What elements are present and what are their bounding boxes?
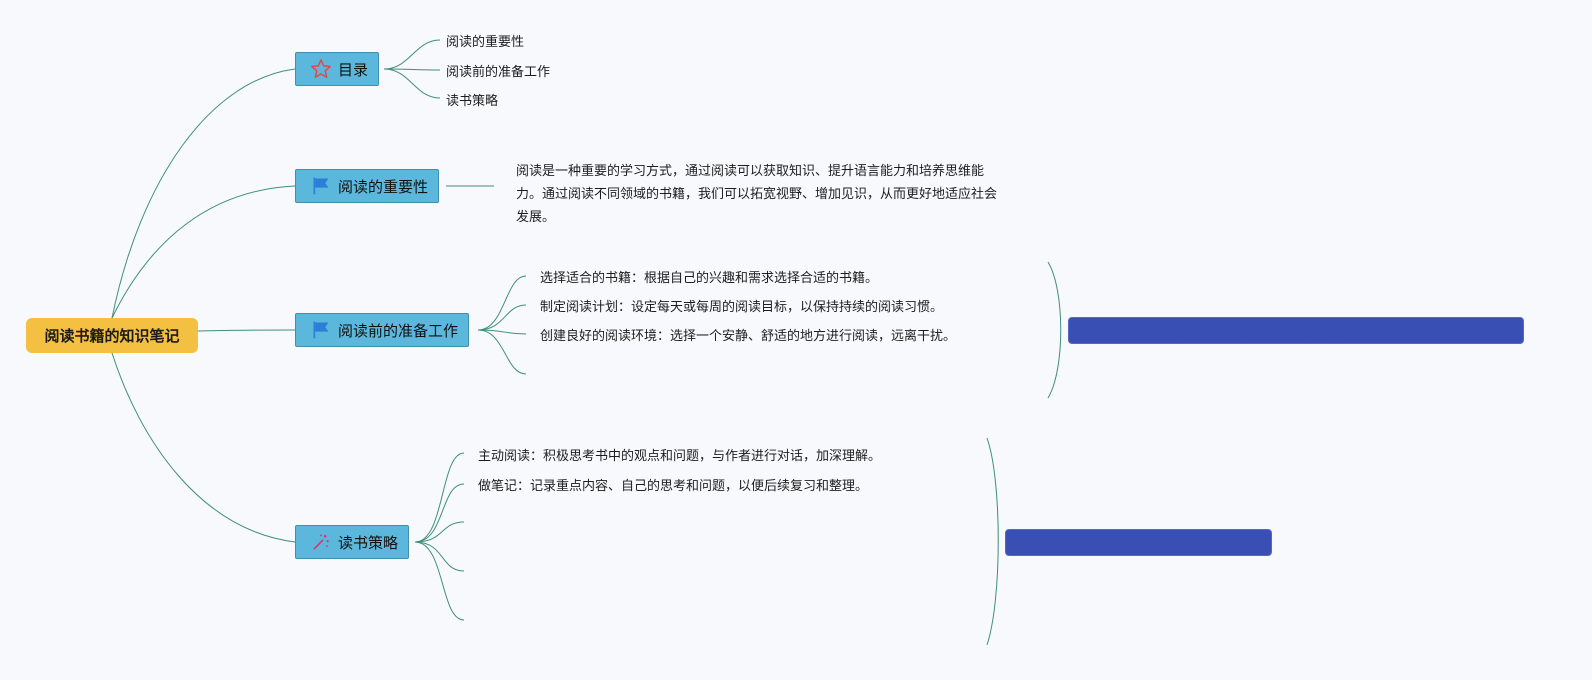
connector-toc-item-1 <box>383 68 441 71</box>
branch-toc[interactable]: 目录 <box>295 52 380 86</box>
summary-preparation[interactable]: 在开始阅读之前，我们需要做一些准备，以便更好地阅读 <box>1068 317 1524 344</box>
branch-preparation-label: 阅读前的准备工作 <box>338 321 459 340</box>
connector-prep-item-1 <box>477 304 527 331</box>
preparation-item[interactable]: 选择适合的书籍：根据自己的兴趣和需求选择合适的书籍。 <box>540 270 879 286</box>
summary-strategy[interactable]: 以下是一些提高阅读效果的策略 <box>1005 529 1272 556</box>
connector-root-preparation <box>197 329 296 332</box>
sparkle-icon <box>310 531 332 553</box>
connector-root-strategy <box>111 352 296 543</box>
connector-toc-item-0 <box>383 39 441 70</box>
branch-importance-label: 阅读的重要性 <box>338 177 429 196</box>
connector-prep-item-2 <box>477 329 527 335</box>
connector-prep-item-0 <box>477 275 527 331</box>
connector-strategy-item-0 <box>414 452 465 543</box>
toc-item[interactable]: 读书策略 <box>446 93 499 109</box>
toc-item[interactable]: 阅读的重要性 <box>446 34 525 50</box>
connector-strategy-item-2 <box>414 521 465 543</box>
branch-toc-label: 目录 <box>338 60 369 79</box>
preparation-item[interactable]: 制定阅读计划：设定每天或每周的阅读目标，以保持持续的阅读习惯。 <box>540 299 944 315</box>
strategy-item[interactable]: 做笔记：记录重点内容、自己的思考和问题，以便后续复习和整理。 <box>478 478 869 494</box>
star-icon <box>310 58 332 80</box>
branch-strategy[interactable]: 读书策略 <box>295 525 410 559</box>
flag-icon <box>310 319 332 341</box>
toc-item[interactable]: 阅读前的准备工作 <box>446 64 551 80</box>
connector-prep-item-3 <box>477 329 527 375</box>
connector-root-toc <box>111 68 296 319</box>
summary-bracket-strategy <box>986 437 999 646</box>
preparation-item[interactable]: 创建良好的阅读环境：选择一个安静、舒适的地方进行阅读，远离干扰。 <box>540 328 957 344</box>
connector-strategy-item-4 <box>414 541 465 621</box>
connector-strategy-item-3 <box>414 541 465 572</box>
root-topic[interactable]: 阅读书籍的知识笔记 <box>26 318 198 353</box>
branch-preparation[interactable]: 阅读前的准备工作 <box>295 313 470 347</box>
branch-importance[interactable]: 阅读的重要性 <box>295 169 440 203</box>
connector-strategy-item-1 <box>414 483 465 543</box>
root-topic-label: 阅读书籍的知识笔记 <box>44 327 180 345</box>
flag-icon <box>310 175 332 197</box>
summary-bracket-preparation <box>1047 261 1062 399</box>
importance-paragraph[interactable]: 阅读是一种重要的学习方式，通过阅读可以获取知识、提升语言能力和培养思维能力。通过… <box>516 164 998 225</box>
connector-toc-item-2 <box>383 68 441 99</box>
connector-root-importance <box>111 185 296 319</box>
strategy-item[interactable]: 主动阅读：积极思考书中的观点和问题，与作者进行对话，加深理解。 <box>478 448 882 464</box>
branch-strategy-label: 读书策略 <box>338 533 399 552</box>
